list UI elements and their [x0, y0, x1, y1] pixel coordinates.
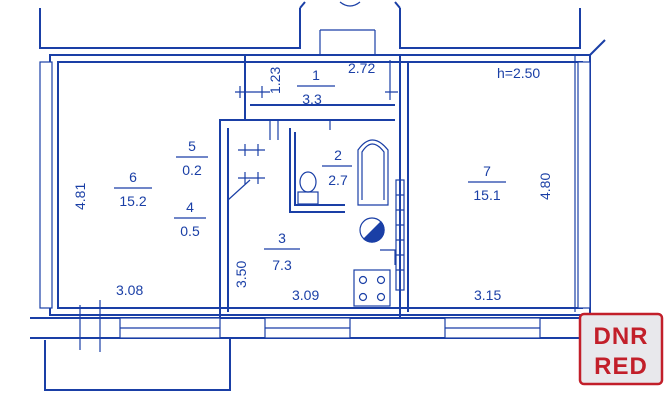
room-number: 2 — [334, 147, 342, 163]
room-label-4: 4 0.5 — [174, 199, 206, 239]
room-area: 2.7 — [328, 172, 348, 188]
room-number: 3 — [278, 230, 286, 246]
room-area: 3.3 — [302, 91, 322, 107]
room-label-7: 7 15.1 — [468, 163, 506, 203]
ceiling-height-label: h=2.50 — [497, 65, 540, 81]
watermark-line1: DNR — [594, 323, 649, 350]
room-label-5: 5 0.2 — [176, 138, 208, 178]
room-label-1: 1 3.3 — [297, 67, 335, 107]
bathroom-fixtures — [297, 139, 389, 206]
room-area: 0.5 — [180, 223, 200, 239]
watermark-line2: RED — [594, 353, 648, 380]
windows — [39, 55, 591, 352]
kitchen-fixtures — [353, 179, 405, 307]
dimension-corridor-width: 2.72 — [348, 60, 375, 76]
room-label-2: 2 2.7 — [322, 147, 352, 188]
dimension-room6-length: 4.81 — [72, 183, 88, 210]
room-label-6: 6 15.2 — [114, 169, 152, 209]
dimension-room6-width: 3.08 — [116, 282, 143, 298]
room-number: 4 — [186, 199, 194, 215]
room-area: 7.3 — [272, 257, 292, 273]
room-label-3: 3 7.3 — [264, 230, 300, 273]
room-area: 15.2 — [119, 193, 146, 209]
dimension-room7-length: 4.80 — [537, 173, 553, 200]
dimension-room7-width: 3.15 — [474, 287, 501, 303]
room-number: 1 — [312, 67, 320, 83]
room-number: 7 — [483, 163, 491, 179]
room-number: 6 — [129, 169, 137, 185]
dimension-room1-depth: 1.23 — [267, 67, 283, 94]
watermark-logo: DNR RED — [578, 312, 664, 386]
corridor-walls — [39, 1, 606, 56]
room-area: 0.2 — [182, 162, 202, 178]
room-number: 5 — [188, 138, 196, 154]
room-area: 15.1 — [473, 187, 500, 203]
dimension-room3-length: 3.50 — [233, 261, 249, 288]
dimension-room3-width: 3.09 — [292, 287, 319, 303]
interior-walls — [219, 55, 409, 318]
